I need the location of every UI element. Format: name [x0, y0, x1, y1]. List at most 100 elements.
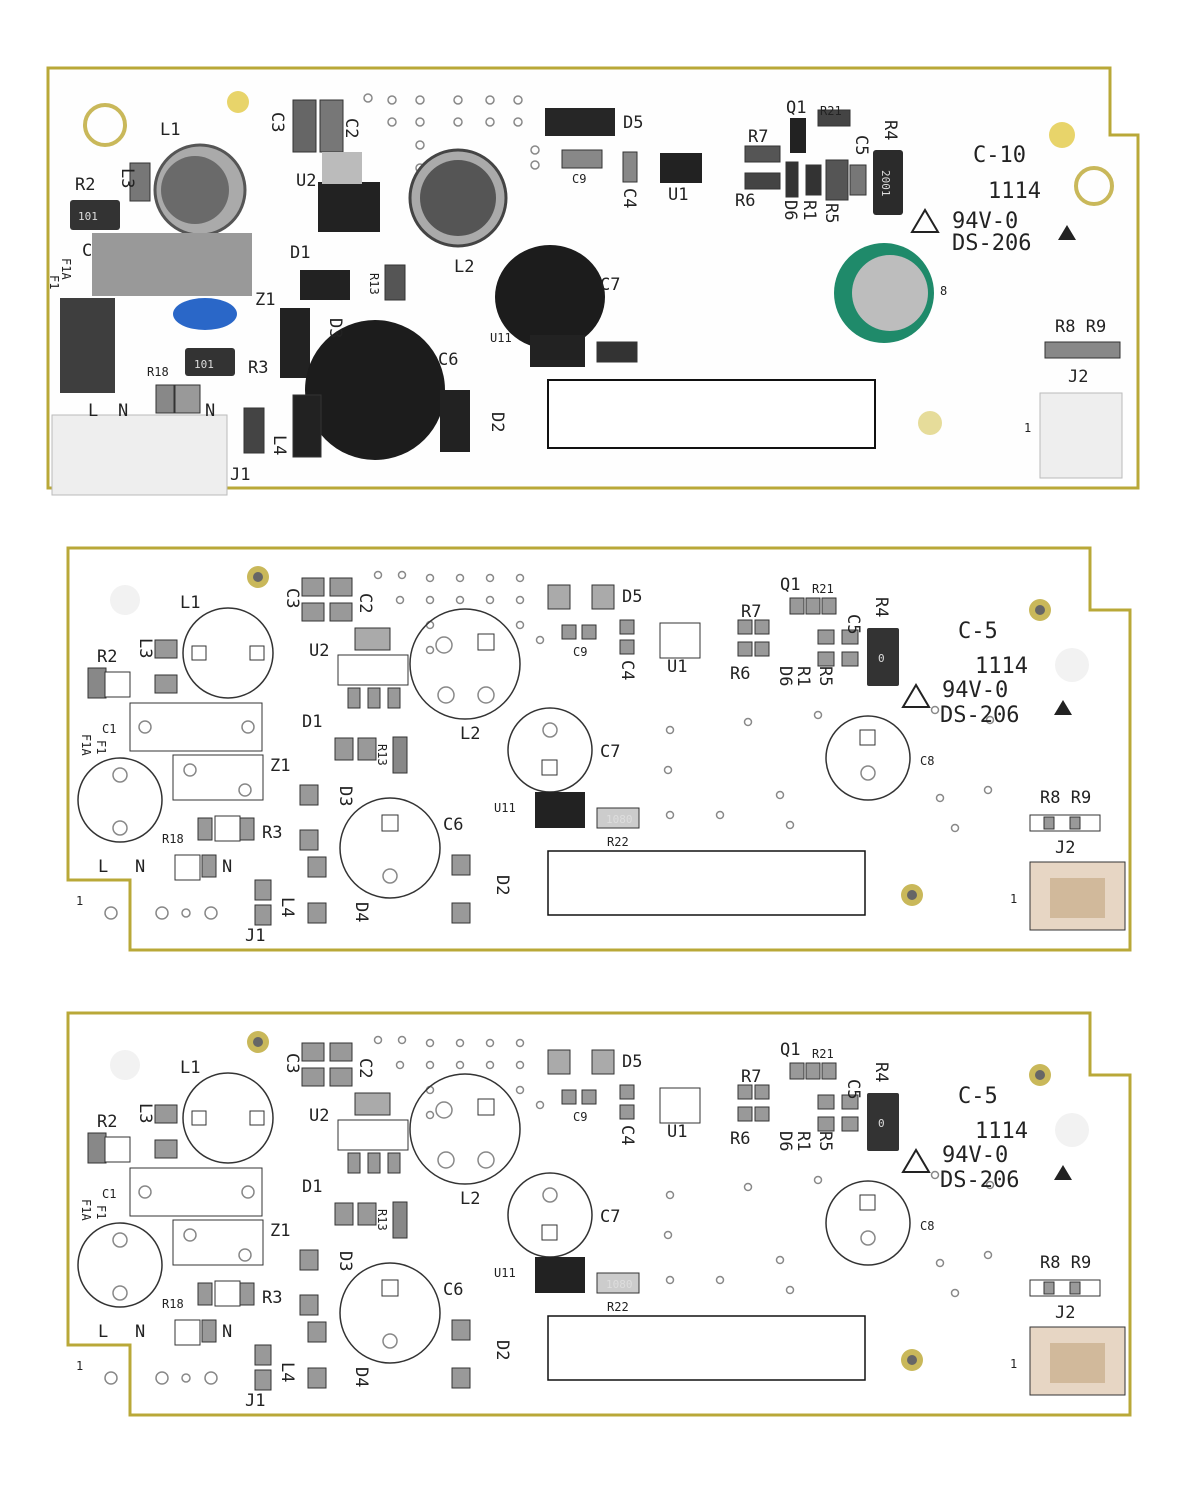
silkscreen-label: U1: [667, 1122, 687, 1142]
mounting-pad-center: [1035, 1070, 1045, 1080]
fuse-f1: [60, 298, 115, 393]
silkscreen-label: C3: [282, 588, 302, 608]
via-hole: [425, 1060, 435, 1070]
silkscreen-label: J1: [230, 465, 250, 485]
silkscreen-label: J2: [1055, 838, 1075, 858]
via-hole: [241, 720, 255, 734]
diode-d3: [280, 308, 310, 378]
via-hole: [477, 1151, 495, 1169]
via-hole: [204, 906, 218, 920]
via-hole: [665, 810, 675, 820]
diode-d2: [451, 854, 471, 876]
silkscreen-label: C3: [282, 1053, 302, 1073]
via-hole: [181, 908, 191, 918]
silkscreen-label: C7: [600, 1207, 620, 1227]
th-pad: [249, 645, 265, 661]
fuse-f1-outline: [77, 757, 163, 843]
silkscreen-label: U1: [668, 185, 688, 205]
resistor-r22: [596, 807, 640, 829]
silkscreen-label: C2: [355, 593, 375, 613]
silkscreen-label: U1: [667, 657, 687, 677]
silkscreen-label: Z1: [270, 1221, 290, 1241]
silkscreen-label: R4: [871, 1062, 891, 1082]
varistor-z1: [173, 298, 237, 330]
silkscreen-label: N: [205, 401, 215, 421]
resistor-r7: [737, 619, 753, 635]
silkscreen-label: DS-206: [940, 1168, 1019, 1193]
capacitor-c3: [301, 1042, 325, 1062]
silkscreen-label: Q1: [786, 98, 806, 118]
via-hole: [455, 1060, 465, 1070]
via-hole: [775, 1255, 785, 1265]
via-hole: [542, 1187, 558, 1203]
diode-d2: [451, 1319, 471, 1341]
silkscreen-label: F1A: [79, 734, 93, 756]
silkscreen-label: Z1: [270, 756, 290, 776]
inductor-core: [161, 156, 229, 224]
via-hole: [397, 1035, 407, 1045]
smd-pad: [301, 1067, 325, 1087]
component-marking: 101: [194, 358, 214, 371]
silkscreen-label: 1: [76, 894, 83, 908]
via-hole: [437, 686, 455, 704]
silkscreen-label: R7: [741, 602, 761, 622]
resistor-r2: [70, 200, 120, 230]
smd-pad: [805, 597, 821, 615]
capacitor-c6: [305, 320, 445, 460]
via-hole: [485, 573, 495, 583]
silkscreen-label: R13: [375, 1209, 389, 1231]
smd-pad: [154, 674, 178, 694]
silkscreen-label: 1: [1010, 892, 1017, 906]
capacitor-c5: [841, 629, 859, 645]
pad-n: [174, 1319, 201, 1346]
smd-pad: [347, 1152, 361, 1174]
th-pad: [191, 1110, 207, 1126]
mounting-pad-center: [253, 572, 263, 582]
optocoupler-u1-outline: [659, 622, 701, 659]
via-hole: [860, 765, 876, 781]
inductor-l4: [243, 407, 265, 454]
resistor-r3: [197, 1282, 213, 1306]
diode-d2: [440, 390, 470, 452]
smd-pad: [859, 1194, 876, 1211]
silkscreen-label: C3: [267, 112, 287, 132]
smd-pad: [477, 1098, 495, 1116]
via-hole: [104, 1371, 118, 1385]
silkscreen-label: R2: [97, 647, 117, 667]
smd-pad: [541, 1224, 558, 1241]
optocoupler-u1-outline: [659, 1087, 701, 1124]
silkscreen-label: C-5: [958, 619, 998, 644]
silkscreen-label: C-5: [958, 1084, 998, 1109]
silkscreen-label: L3: [135, 638, 155, 658]
capacitor-c4: [619, 619, 635, 635]
smd-pad: [299, 829, 319, 851]
silkscreen-label: C5: [843, 1079, 863, 1099]
via-hole: [950, 823, 960, 833]
pad-n: [174, 854, 201, 881]
mounting-hole: [83, 103, 127, 147]
silkscreen-label: C7: [600, 275, 620, 295]
silkscreen-label: D6: [780, 200, 800, 220]
resistor-r2: [87, 667, 107, 699]
pad-n2: [174, 384, 201, 414]
warning-triangle-icon: [1058, 225, 1076, 240]
via-hole: [535, 1100, 545, 1110]
via-hole: [395, 595, 405, 605]
silkscreen-label: R7: [748, 127, 768, 147]
via-hole: [515, 620, 525, 630]
via-hole: [415, 140, 425, 150]
via-hole: [813, 1175, 823, 1185]
resistor-r2: [87, 1132, 107, 1164]
silkscreen-label: R4: [871, 597, 891, 617]
smd-pad: [307, 902, 327, 924]
silkscreen-label: R22: [607, 1300, 629, 1314]
diode-d4: [307, 856, 327, 878]
silkscreen-label: R3: [262, 1288, 282, 1308]
silkscreen-label: N: [135, 1322, 145, 1342]
silkscreen-label: DS-206: [952, 231, 1031, 256]
resistor-r6: [737, 1106, 753, 1122]
capacitor-c5: [849, 164, 867, 196]
via-hole: [477, 686, 495, 704]
smd-pad: [239, 1282, 255, 1306]
